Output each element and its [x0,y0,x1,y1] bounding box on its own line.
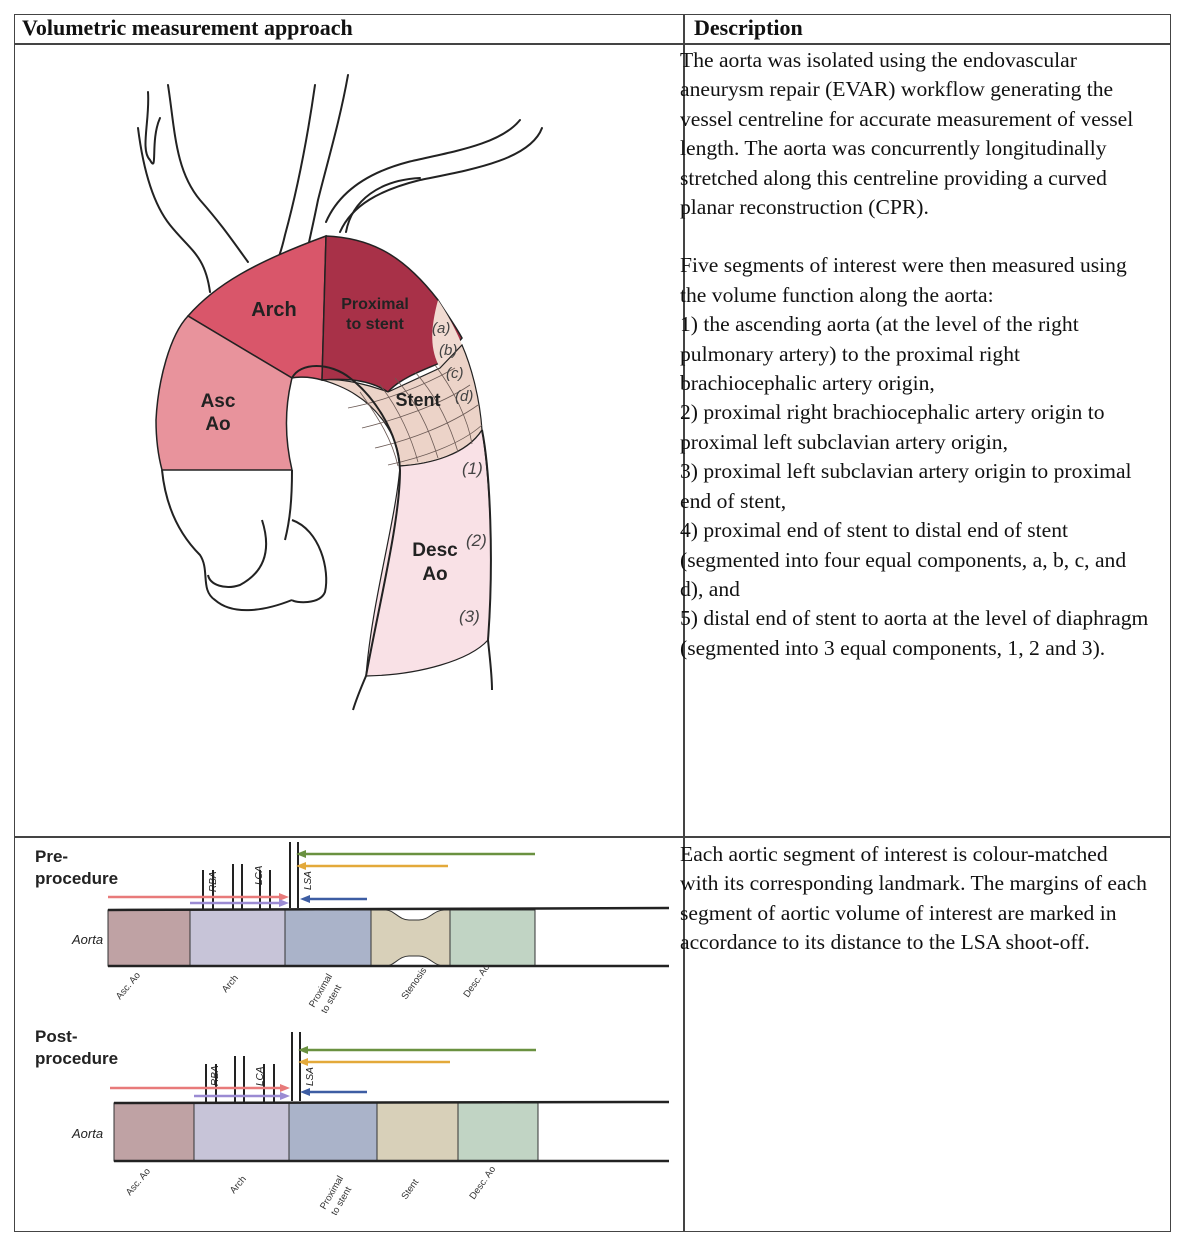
label-sub: (b) [439,342,457,359]
pre-procedure-schematic: Pre- procedure Aorta RBA LCA LSA Asc. Ao… [35,842,670,1016]
post-arch-segment [193,1102,290,1162]
vessel-line [325,119,521,223]
pre-desc-segment [449,909,536,967]
header-left: Volumetric measurement approach [22,15,353,40]
pre-stenosis-segment [370,909,451,967]
post-proximal-segment [288,1102,378,1162]
post-segment-label: Stent [399,1177,421,1202]
pre-segment-label: Desc. Ao [461,962,492,999]
vessel-line [345,177,421,233]
vessel-line [339,127,543,233]
post-rba-label: RBA [210,1065,221,1086]
post-title: Post- [35,1027,78,1046]
post-aorta-label: Aorta [71,1126,103,1141]
pre-rba-label: RBA [208,871,219,892]
label-sub: (1) [462,459,483,478]
post-lca-label: LCA [255,1066,266,1086]
post-segment-label: Desc. Ao [467,1164,498,1201]
label-proximal: to stent [346,316,404,333]
post-asc-segment [113,1102,195,1162]
pre-arch-segment [189,909,286,967]
post-title: procedure [35,1049,118,1068]
pre-title: Pre- [35,847,68,866]
post-segment-label: Asc. Ao [124,1166,153,1198]
aorta-diagram: Arch Proximal to stent Asc Ao Stent Desc… [137,74,543,711]
pre-asc-segment [107,909,191,967]
label-desc: Ao [422,564,447,585]
label-arch: Arch [251,299,297,321]
pre-proximal-segment [284,909,372,967]
asc-segment [155,315,293,471]
pre-segment-label: Stenosis [399,965,429,1001]
description-item: 3) proximal left subclavian artery origi… [680,459,1132,513]
label-sub: (c) [446,365,464,382]
post-segment-label: Arch [228,1174,249,1196]
figure-table [14,14,1171,1232]
proximal-segment [321,235,463,393]
arch-segment [186,234,327,381]
header-right: Description [694,15,803,40]
pre-lsa-label: LSA [303,871,314,890]
pre-segment-label: Arch [220,973,241,995]
description-bottom: Each aortic segment of interest is colou… [680,840,1150,958]
label-sub: (d) [455,388,473,405]
label-sub: (a) [432,320,450,337]
vessel-line [167,84,249,263]
pre-aorta-label: Aorta [71,932,103,947]
table-rule [683,15,685,1231]
description-item: 2) proximal right brachiocephalic artery… [680,400,1105,454]
vessel-line [144,91,161,165]
label-proximal: Proximal [341,296,409,313]
pre-lca-label: LCA [254,865,265,885]
description-para: The aorta was isolated using the endovas… [680,48,1134,220]
label-asc: Asc [201,391,236,412]
label-sub: (2) [466,531,487,550]
description-item: 5) distal end of stent to aorta at the l… [680,606,1149,660]
description-item: 1) the ascending aorta (at the level of … [680,312,1079,396]
description-intro: Five segments of interest were then meas… [680,253,1127,307]
post-desc-segment [457,1102,539,1162]
description-top: The aorta was isolated using the endovas… [680,46,1150,663]
label-sub: (3) [459,607,480,626]
table-rule [15,836,1170,838]
post-lsa-label: LSA [305,1067,316,1086]
post-stent-segment [376,1102,459,1162]
pre-title: procedure [35,869,118,888]
vessel-line [137,127,211,293]
label-desc: Desc [412,540,458,561]
pre-segment-label: Asc. Ao [114,970,143,1002]
table-rule [15,43,1170,45]
label-stent: Stent [396,390,441,410]
post-procedure-schematic: Post- procedure Aorta RBA LCA LSA Asc. A… [35,1027,670,1218]
label-asc: Ao [205,414,230,435]
description-item: 4) proximal end of stent to distal end o… [680,518,1127,601]
description-para: Each aortic segment of interest is colou… [680,842,1147,955]
